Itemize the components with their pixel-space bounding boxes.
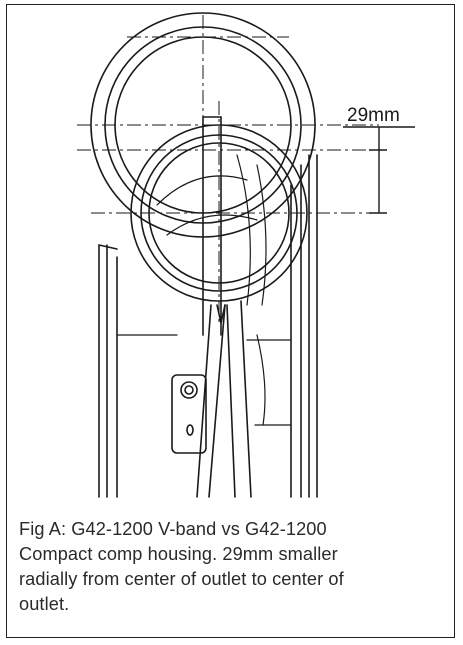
volute-inner-lines (156, 154, 267, 306)
dimension-label: 29mm (347, 105, 400, 126)
caption-line-3: radially from center of outlet to center… (19, 569, 344, 589)
housing-body-left-wall (98, 244, 118, 498)
figure-caption: Fig A: G42-1200 V-band vs G42-1200 Compa… (19, 517, 447, 617)
dimension-bracket (343, 126, 415, 214)
flange-arm (196, 300, 252, 498)
caption-line-1: Fig A: G42-1200 V-band vs G42-1200 (19, 519, 327, 539)
figure-frame: 29mm Fig A: G42-1200 V-band vs G42-1200 … (6, 4, 455, 638)
housing-body-right-wall (290, 154, 318, 498)
caption-line-4: outlet. (19, 594, 70, 614)
mounting-bracket (171, 374, 207, 454)
technical-drawing: 29mm (77, 12, 415, 498)
center-lines (77, 15, 387, 325)
caption-line-2: Compact comp housing. 29mm smaller (19, 544, 338, 564)
body-lower-details (116, 334, 292, 426)
